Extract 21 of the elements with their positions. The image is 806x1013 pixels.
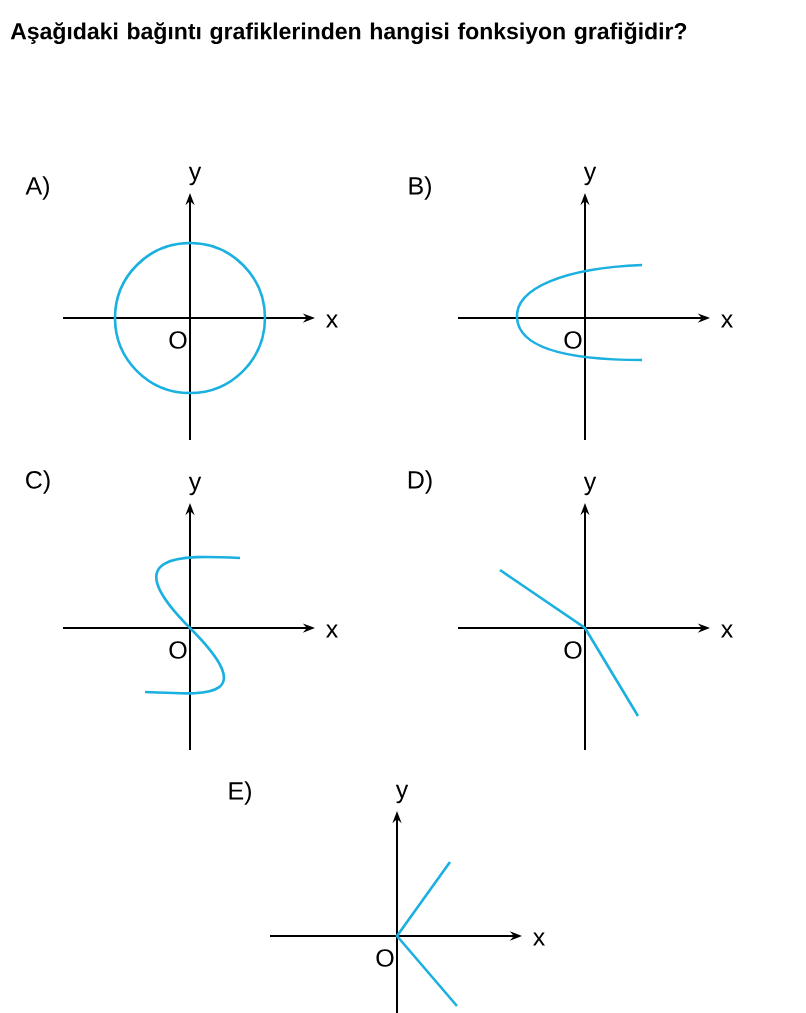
axis-label: x — [326, 314, 338, 328]
question-text: Aşağıdaki bağıntı grafiklerinden hangisi fonksiyon grafiğidir? — [10, 22, 687, 44]
origin-label: O — [169, 641, 187, 659]
origin-label: O — [564, 641, 582, 659]
axis-label: y — [188, 476, 202, 496]
origin-label: O — [564, 331, 582, 349]
option-label: D) — [408, 470, 432, 494]
origin-label: O — [376, 949, 394, 967]
option-label: A) — [25, 176, 49, 200]
option-label: E) — [229, 781, 251, 805]
axis-label: y — [583, 476, 597, 496]
axis-label: y — [188, 166, 202, 186]
axis-label: y — [583, 166, 597, 186]
axis-label: x — [533, 932, 545, 946]
option-label: C) — [26, 470, 50, 494]
axis-label: x — [721, 314, 733, 328]
axis-label: x — [721, 624, 733, 638]
axis-label: y — [395, 784, 409, 804]
option-label: B) — [409, 176, 431, 200]
origin-label: O — [169, 331, 187, 349]
axis-label: x — [326, 624, 338, 638]
